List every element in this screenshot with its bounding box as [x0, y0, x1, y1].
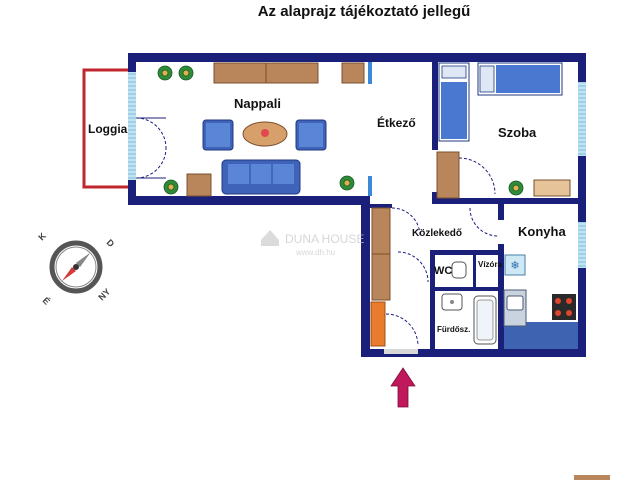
window-szoba [578, 82, 586, 156]
label-nappali: Nappali [234, 96, 281, 111]
label-kozlekedo: Közlekedő [412, 228, 462, 239]
loggia-door [135, 117, 167, 179]
kozlekedo-furniture [370, 207, 499, 347]
windows [128, 72, 586, 354]
window-entry [384, 349, 418, 354]
desk [533, 179, 571, 197]
dunahouse-watermark: DUNA HOUSE www.dh.hu [261, 230, 364, 257]
stove [552, 294, 576, 320]
loggia-rail [82, 68, 130, 189]
toilet-icon [451, 261, 467, 279]
label-szoba: Szoba [498, 125, 537, 140]
label-loggia: Loggia [88, 122, 128, 136]
label-konyha: Konyha [518, 224, 566, 239]
compass-east: K [36, 230, 48, 242]
side-cabinet [341, 62, 365, 84]
nappali-furniture [157, 62, 524, 197]
label-furdo: Fürdősz. [437, 325, 470, 334]
shoe-rack [370, 301, 386, 347]
szoba-furniture [436, 62, 571, 199]
konyha-furniture: ❄ [503, 254, 578, 349]
compass-west: NY [96, 286, 112, 302]
compass-south: D [105, 237, 117, 249]
window-loggia [128, 72, 136, 180]
window-konyha [578, 222, 586, 268]
compass-north: É [41, 295, 52, 306]
bathroom-fixtures [441, 261, 497, 345]
corner-tab [574, 475, 610, 480]
interior-walls [368, 62, 578, 349]
label-etkezo: Étkező [377, 115, 416, 130]
watermark-brand: DUNA HOUSE [285, 232, 364, 246]
watermark-url: www.dh.hu [295, 248, 335, 257]
plant-icon [157, 65, 524, 196]
wardrobe [436, 151, 460, 199]
entrance-arrow-icon [390, 367, 416, 408]
label-vizora: Vízóra [478, 260, 503, 269]
compass-icon: D K É NY [36, 230, 116, 306]
label-wc: WC [434, 265, 452, 277]
plan-title: Az alaprajz tájékoztató jellegű [258, 3, 471, 20]
house-logo-icon [261, 230, 279, 246]
side-table [186, 173, 212, 197]
svg-text:❄: ❄ [510, 259, 519, 272]
fridge [504, 254, 526, 276]
